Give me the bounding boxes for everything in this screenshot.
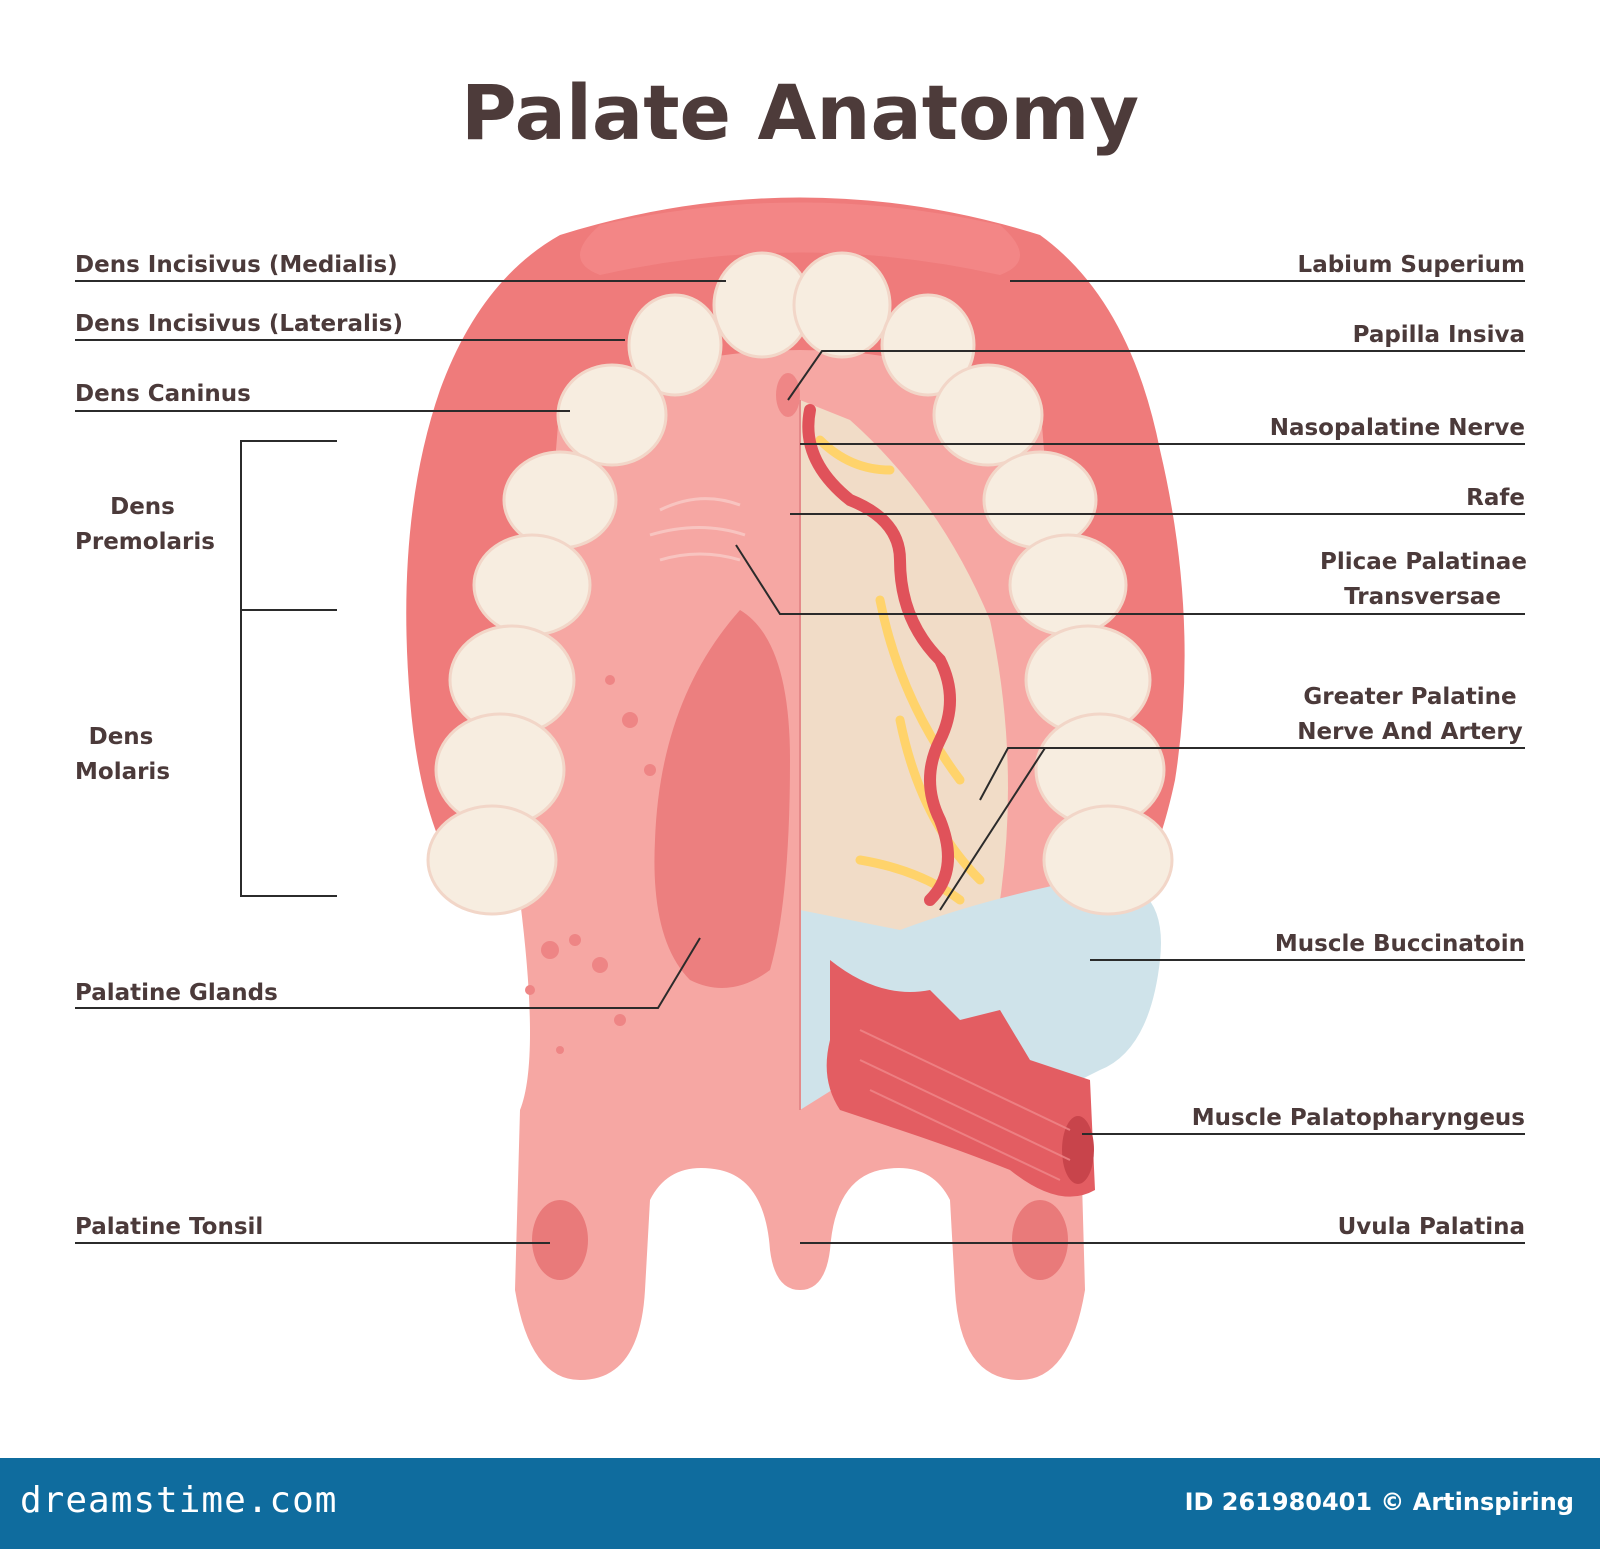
teeth-arch <box>426 251 1174 916</box>
diagram-title: Palate Anatomy <box>460 68 1140 157</box>
label-papilla-insiva: Papilla Insiva <box>1352 322 1525 348</box>
tooth-premolar-1-right <box>982 450 1098 550</box>
label-nasopalatine-nerve: Nasopalatine Nerve <box>1269 415 1525 441</box>
greater-palatine-artery <box>802 404 956 906</box>
palatine-tonsil-right <box>1012 1200 1068 1280</box>
gland-dots <box>525 675 656 1054</box>
label-greater-palatine-nerve-artery: Greater Palatine Nerve And Artery <box>1297 684 1523 745</box>
label-palatine-tonsil: Palatine Tonsil <box>75 1214 264 1240</box>
leader-lines <box>75 280 1525 1244</box>
label-uvula-palatina: Uvula Palatina <box>1337 1214 1525 1240</box>
tooth-incisor-medial-right <box>792 251 892 359</box>
label-dens-incisivus-medialis: Dens Incisivus (Medialis) <box>75 252 398 278</box>
label-dens-incisivus-lateralis: Dens Incisivus (Lateralis) <box>75 311 403 337</box>
tooth-premolar-1-left <box>502 450 618 550</box>
label-muscle-buccinatoin: Muscle Buccinatoin <box>1274 931 1525 957</box>
tooth-canine-right <box>932 363 1044 467</box>
tooth-molar-3-right <box>1042 804 1174 916</box>
label-dens-molaris: Dens Molaris <box>75 724 171 785</box>
tooth-premolar-2-left <box>472 533 592 637</box>
footer-bar: dreamstime.com ID 261980401 © Artinspiri… <box>0 1458 1600 1549</box>
label-dens-caninus: Dens Caninus <box>75 381 251 407</box>
tooth-molar-3-left <box>426 804 558 916</box>
label-dens-premolaris: Dens Premolaris <box>75 494 215 555</box>
tooth-incisor-lateral-right <box>880 293 976 397</box>
tooth-incisor-lateral-left <box>627 293 723 397</box>
label-plicae-palatinae-transversae: Plicae Palatinae Transversae <box>1320 549 1527 610</box>
label-muscle-palatopharyngeus: Muscle Palatopharyngeus <box>1191 1105 1525 1131</box>
plicae-ridges <box>649 497 746 562</box>
label-palatine-glands: Palatine Glands <box>75 980 278 1006</box>
palatine-glands <box>654 610 790 988</box>
label-labium-superium: Labium Superium <box>1297 252 1525 278</box>
papilla-incisiva <box>776 373 800 417</box>
label-rafe: Rafe <box>1466 485 1525 511</box>
tooth-premolar-2-right <box>1008 533 1128 637</box>
image-credit: ID 261980401 © Artinspiring <box>1184 1488 1574 1516</box>
palatine-tonsil-left <box>532 1200 588 1280</box>
tooth-canine-left <box>556 363 668 467</box>
palate-illustration <box>75 197 1525 1380</box>
brand-logo[interactable]: dreamstime.com <box>20 1480 338 1521</box>
